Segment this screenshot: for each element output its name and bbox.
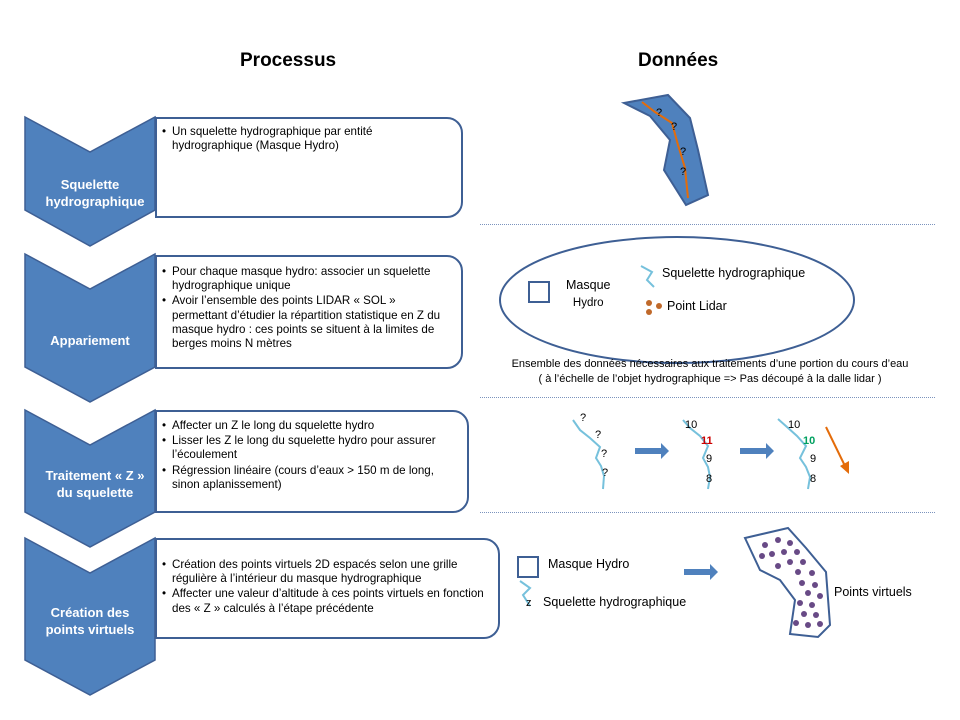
step-2-bullet-1: Pour chaque masque hydro: associer un sq… <box>161 265 453 293</box>
separator-2 <box>480 397 935 398</box>
data-caption-line-1: Ensemble des données nécessaires aux tra… <box>511 358 909 370</box>
raw-z-value: 9 <box>706 453 713 465</box>
legend-lidar-label: Point Lidar <box>667 299 727 313</box>
masque-hydro-square-icon <box>528 281 550 303</box>
separator-1 <box>480 224 935 225</box>
raw-z-value: 10 <box>685 419 698 431</box>
data-caption-line-2: ( à l’échelle de l’objet hydrographique … <box>538 373 882 385</box>
arrow-right-icon <box>684 564 718 580</box>
step-2-box: Pour chaque masque hydro: associer un sq… <box>155 255 463 369</box>
legend-ellipse <box>499 236 855 364</box>
points-virtuels-label: Points virtuels <box>834 585 912 599</box>
virtual-squelette-label: Squelette hydrographique <box>543 595 687 609</box>
step-4-bullet-1: Création des points virtuels 2D espacés … <box>161 558 490 586</box>
data-caption: Ensemble des données nécessaires aux tra… <box>470 357 950 387</box>
legend-masque-line-1: Masque <box>566 278 611 292</box>
step-1-label-line-1: Squelette <box>60 177 120 192</box>
smoothed-z-value: 8 <box>810 473 817 485</box>
step-2-bullet-2: Avoir l’ensemble des points LIDAR « SOL … <box>161 294 453 351</box>
step-3-label-line-2: du squelette <box>56 485 134 500</box>
skeleton-unknown-z <box>572 419 606 490</box>
virtual-points-mask <box>743 526 832 639</box>
step-1-label: Squelette hydrographique <box>30 176 150 210</box>
step-3-label-line-1: Traitement « Z » <box>45 468 145 483</box>
unknown-z-mark: ? <box>595 429 602 441</box>
step-4-box: Création des points virtuels 2D espacés … <box>155 538 500 639</box>
skeleton-line <box>641 101 689 199</box>
smoothed-z-value-corrected: 10 <box>803 435 816 447</box>
arrow-right-icon <box>740 443 774 459</box>
z-mark: z <box>526 597 532 609</box>
step-2-label: Appariement <box>30 332 150 349</box>
unknown-z-mark: ? <box>680 146 687 158</box>
smoothed-z-value: 9 <box>810 453 817 465</box>
legend-masque-line-2: Hydro <box>572 297 604 309</box>
unknown-z-mark: ? <box>601 448 608 460</box>
step-2-label-line-1: Appariement <box>50 333 130 348</box>
virtual-points-grid <box>759 537 823 628</box>
unknown-z-mark: ? <box>671 121 678 133</box>
lidar-point-icon <box>646 300 652 306</box>
step-1-label-line-2: hydrographique <box>45 194 145 209</box>
step-1-box: Un squelette hydrographique par entité h… <box>155 117 463 218</box>
step-3-bullet-3: Régression linéaire (cours d’eaux > 150 … <box>161 464 459 492</box>
legend-squelette-label: Squelette hydrographique <box>662 266 806 280</box>
masque-hydro-square-icon-2 <box>517 556 539 578</box>
lidar-point-icon <box>656 303 662 309</box>
step-3-box: Affecter un Z le long du squelette hydro… <box>155 410 469 513</box>
unknown-z-mark: ? <box>580 412 587 424</box>
masque-hydro-shape <box>620 93 710 207</box>
legend-masque-label: Masque Hydro <box>566 276 610 312</box>
raw-z-value-anomaly: 11 <box>701 435 713 447</box>
chevron-step-4 <box>24 536 156 696</box>
skeleton-raw-z <box>682 419 712 490</box>
step-4-label-line-2: points virtuels <box>45 622 135 637</box>
skeleton-smoothed-z <box>777 418 812 490</box>
step-4-bullet-2: Affecter une valeur d’altitude à ces poi… <box>161 587 490 615</box>
squelette-legend-icon <box>640 265 655 288</box>
step-1-bullet-1: Un squelette hydrographique par entité h… <box>161 125 453 153</box>
step-3-label: Traitement « Z » du squelette <box>30 467 160 501</box>
data-header: Données <box>638 50 719 71</box>
separator-3 <box>480 512 935 513</box>
unknown-z-mark: ? <box>602 467 609 479</box>
step-4-label-line-1: Création des <box>50 605 130 620</box>
squelette-legend-icon-2 <box>519 580 532 607</box>
smoothed-z-value: 10 <box>788 419 801 431</box>
unknown-z-mark: ? <box>680 166 687 178</box>
arrow-right-icon <box>635 443 669 459</box>
unknown-z-mark: ? <box>656 107 663 119</box>
step-3-bullet-2: Lisser les Z le long du squelette hydro … <box>161 434 459 462</box>
slope-arrow-icon <box>825 426 849 474</box>
raw-z-value: 8 <box>706 473 713 485</box>
lidar-point-icon <box>646 309 652 315</box>
process-header: Processus <box>240 50 337 71</box>
step-4-label: Création des points virtuels <box>30 604 150 638</box>
virtual-masque-label: Masque Hydro <box>548 557 630 571</box>
step-3-bullet-1: Affecter un Z le long du squelette hydro <box>161 419 459 433</box>
